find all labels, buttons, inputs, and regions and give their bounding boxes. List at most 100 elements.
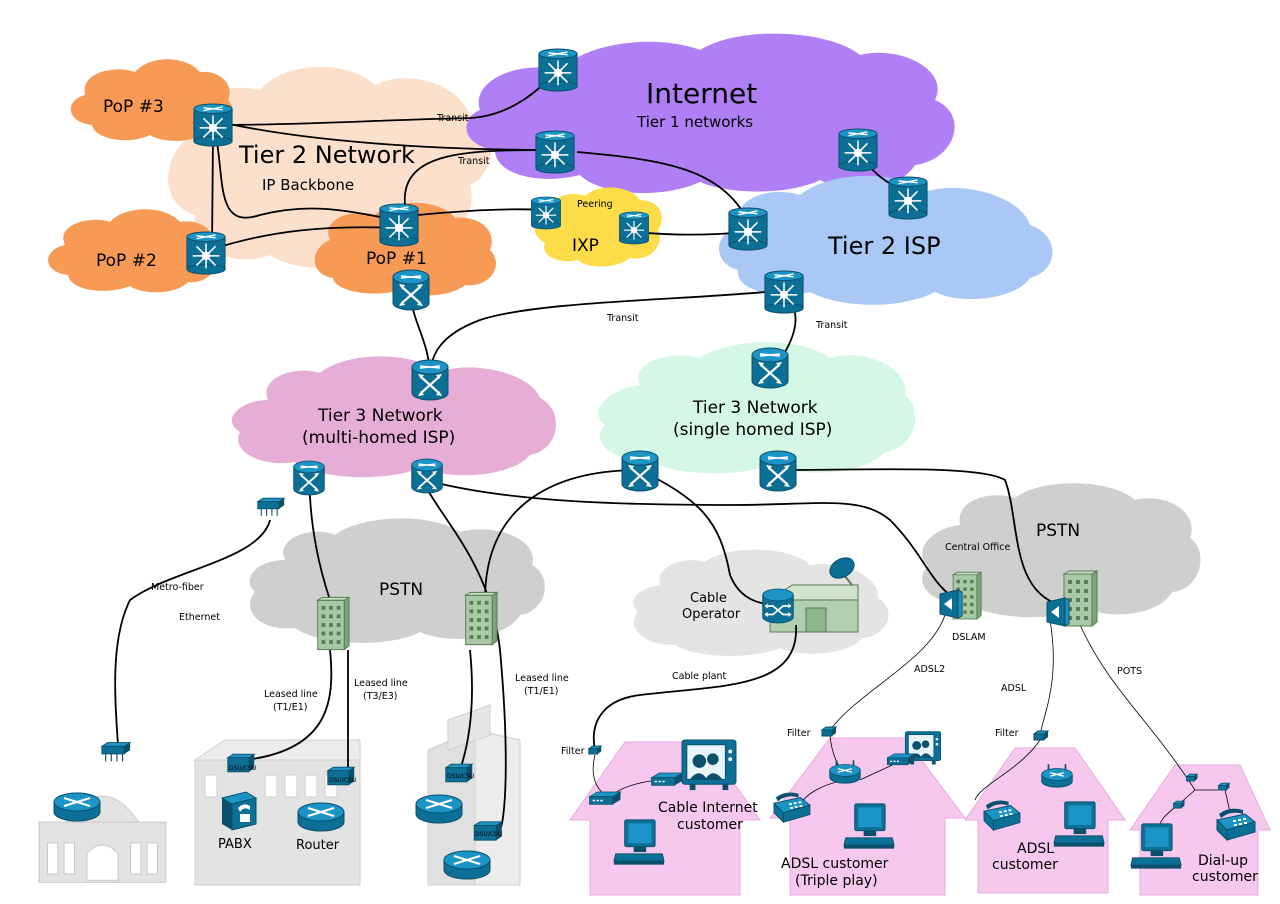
adsl-triple-line1: ADSL customer: [781, 856, 889, 872]
transit-label: Transit: [457, 156, 490, 167]
house-adsl: [964, 747, 1126, 894]
device-labels: DSU/CSU DSU/CSU DSU/CSU DSU/CSU PABX Rou…: [218, 765, 502, 853]
router-icon: [410, 358, 450, 402]
dsl-filter-icon: [588, 745, 602, 755]
ixp-label: IXP: [572, 236, 599, 256]
pstn-right-cloud-shape: [922, 483, 1201, 618]
pop3-cloud-shape: [70, 59, 233, 141]
core-router-icon: [618, 211, 650, 245]
cloud-tier2-isp: [719, 175, 1053, 305]
leased-line-t1-b-line1: Leased line: [515, 673, 569, 684]
cable-plant-label: Cable plant: [672, 671, 727, 682]
cloud-pop1: [314, 202, 496, 296]
tier3-multi-title: Tier 3 Network: [317, 406, 443, 426]
adsl-triple-line2: (Triple play): [795, 873, 878, 889]
cloud-pop2: [48, 209, 217, 293]
leased-line-t1-a-line2: (T1/E1): [273, 702, 308, 713]
leased-line-t1-b-line2: (T1/E1): [524, 686, 559, 697]
tier3-single-title: Tier 3 Network: [692, 398, 818, 418]
ethernet-label: Ethernet: [179, 612, 220, 623]
cable-operator-line2: Operator: [682, 607, 741, 622]
pabx-label: PABX: [218, 837, 252, 852]
dialup-customer-line1: Dial-up: [1198, 853, 1248, 869]
pop1-cloud-shape: [314, 202, 496, 296]
router-icon: [292, 460, 326, 496]
ixp-cloud-shape: [534, 187, 662, 267]
router-label: Router: [296, 838, 340, 853]
cloud-labels: Internet Tier 1 networks Tier 2 Network …: [96, 77, 1080, 622]
core-router-icon: [535, 130, 575, 174]
pop1-label: PoP #1: [366, 249, 427, 269]
pots-label: POTS: [1117, 666, 1142, 677]
internet-subtitle: Tier 1 networks: [636, 113, 753, 131]
cable-customer-line1: Cable Internet: [658, 800, 758, 816]
adsl-label: ADSL: [1001, 683, 1027, 694]
tier3-single-cloud-shape: [598, 342, 916, 474]
router-icon: [391, 268, 431, 312]
office-building-icon: [317, 596, 350, 651]
flat-router-icon: [415, 794, 463, 824]
cloud-pstn-right: [922, 483, 1201, 618]
core-router-icon: [888, 176, 928, 220]
adsl-customer-line2: customer: [992, 857, 1058, 873]
core-router-icon: [193, 103, 233, 147]
tier2-isp-label: Tier 2 ISP: [827, 232, 941, 260]
core-router-icon: [728, 207, 768, 251]
ethernet-hub-icon: [101, 741, 131, 763]
flat-router-icon: [297, 802, 345, 832]
pop2-cloud-shape: [48, 209, 217, 293]
cloud-pop3: [70, 59, 233, 141]
core-router-icon: [838, 128, 878, 172]
transit-label: Transit: [436, 113, 469, 124]
cloud-tier3-multi: [231, 356, 557, 478]
tier2-isp-cloud-shape: [719, 175, 1053, 305]
dsu-csu-label: DSU/CSU: [447, 773, 474, 780]
switch-icon: [761, 588, 795, 624]
tier2-network-subtitle: IP Backbone: [262, 176, 354, 194]
dsu-csu-label: DSU/CSU: [229, 765, 256, 772]
core-router-icon: [764, 270, 804, 314]
set-top-box-icon: [887, 753, 915, 766]
filter-label: Filter: [787, 728, 811, 739]
pop2-label: PoP #2: [96, 251, 157, 271]
pop3-label: PoP #3: [103, 97, 164, 117]
core-router-icon: [530, 196, 562, 230]
core-router-icon: [538, 48, 578, 92]
cable-customer-line2: customer: [677, 817, 743, 833]
metro-fiber-label: Metro-fiber: [151, 582, 204, 593]
dslam-icon: [1046, 597, 1070, 627]
leased-line-t1-a-line1: Leased line: [264, 689, 318, 700]
tier2-network-title: Tier 2 Network: [238, 141, 415, 169]
flat-router-icon: [53, 792, 101, 822]
customer-labels: Cable Internet customer ADSL customer (T…: [658, 800, 1258, 889]
dsl-filter-icon: [821, 726, 837, 737]
pabx-icon: [221, 791, 257, 831]
leased-line-t3-line2: (T3/E3): [363, 691, 398, 702]
tv-icon: [681, 739, 737, 791]
internet-title: Internet: [646, 77, 757, 110]
transit-label: Transit: [606, 313, 639, 324]
core-router-icon: [186, 231, 226, 275]
tier3-multi-subtitle: (multi-homed ISP): [302, 428, 455, 448]
core-router-icon: [379, 203, 419, 247]
office-building-icon: [465, 591, 498, 646]
adsl2-label: ADSL2: [914, 664, 945, 675]
router-icon: [750, 346, 790, 390]
router-icon: [620, 449, 660, 493]
cloud-tier3-single: [598, 342, 916, 474]
transit-label: Transit: [815, 320, 848, 331]
dsu-csu-label: DSU/CSU: [329, 777, 356, 784]
adsl-customer-line1: ADSL: [1017, 841, 1054, 857]
tier3-single-subtitle: (single homed ISP): [673, 420, 832, 440]
central-office-label: Central Office: [945, 542, 1010, 553]
router-icon: [758, 449, 798, 493]
flat-router-icon: [443, 850, 491, 880]
dsu-csu-label: DSU/CSU: [475, 831, 502, 838]
peering-label: Peering: [577, 199, 613, 210]
tier3-multi-cloud-shape: [231, 356, 557, 478]
link-labels: Transit Transit Transit Transit Metro-fi…: [151, 113, 1142, 757]
cable-operator-line1: Cable: [690, 591, 727, 606]
dialup-customer-line2: customer: [1192, 869, 1258, 885]
router-icon: [410, 458, 444, 494]
